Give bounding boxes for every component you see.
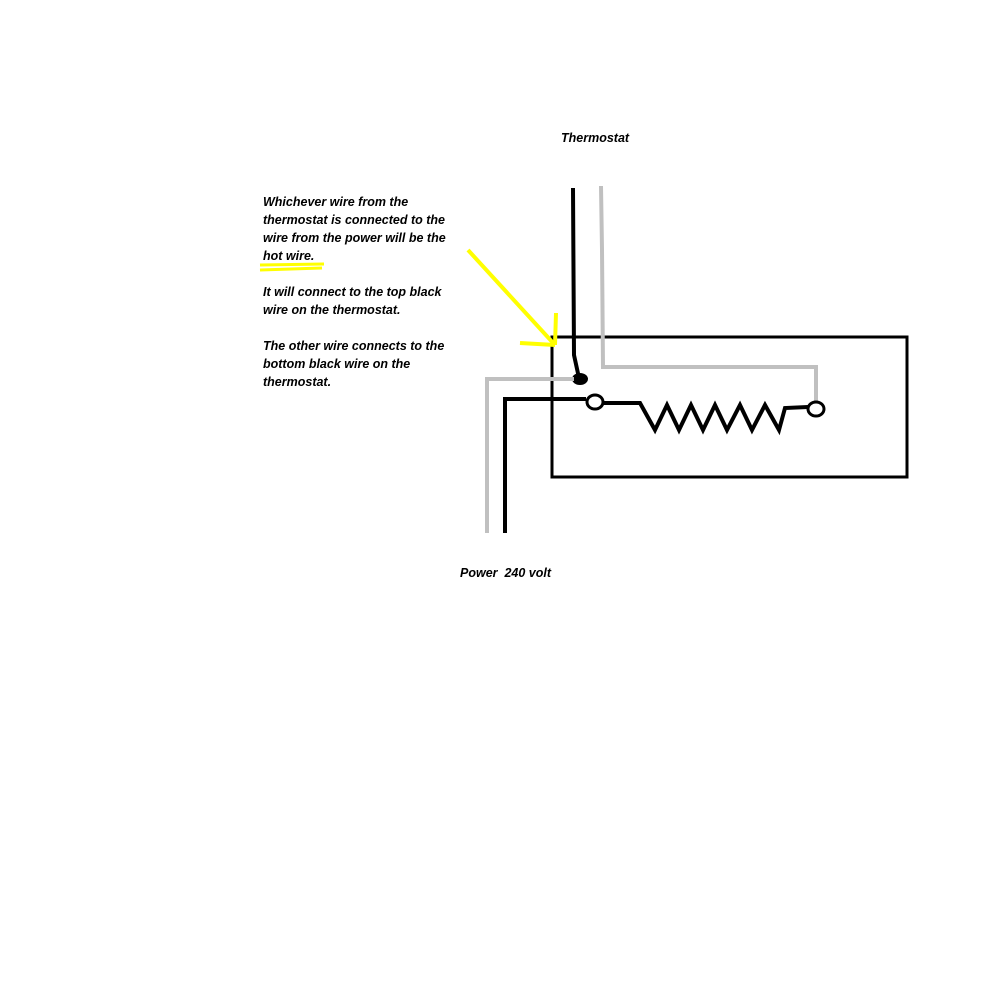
- thermostat-label: Thermostat: [561, 131, 630, 145]
- power-gray-wire: [485, 377, 574, 533]
- highlight-underline-2: [259, 266, 323, 272]
- note-line: thermostat is connected to the: [263, 213, 445, 227]
- note-line: wire from the power will be the: [263, 231, 446, 245]
- thermostat-black-wire: [571, 187, 581, 379]
- instruction-notes: Whichever wire from the thermostat is co…: [263, 193, 446, 409]
- note-bottom-wire: The other wire connects to the bottom bl…: [263, 337, 446, 391]
- terminal-left: [585, 393, 605, 411]
- arrow-head-1: [553, 312, 558, 346]
- note-hot-wire: Whichever wire from the thermostat is co…: [263, 193, 446, 265]
- note-line: bottom black wire on the: [263, 357, 411, 371]
- thermostat-gray-wire: [599, 185, 818, 402]
- note-top-wire: It will connect to the top black wire on…: [263, 283, 446, 319]
- highlight-underline-1: [259, 262, 325, 267]
- note-line: hot wire.: [263, 249, 315, 263]
- wire-nut: [572, 373, 588, 385]
- power-label: Power 240 volt: [460, 566, 552, 580]
- note-line: It will connect to the top black: [263, 285, 442, 299]
- terminal-right: [806, 400, 826, 418]
- heater-box: [550, 335, 909, 479]
- note-line: wire on the thermostat.: [263, 303, 401, 317]
- arrow-head-2: [519, 341, 556, 347]
- power-black-wire: [503, 397, 586, 533]
- note-line: thermostat.: [263, 375, 332, 389]
- note-line: The other wire connects to the: [263, 339, 445, 353]
- arrow-shaft: [466, 248, 557, 347]
- note-line: Whichever wire from the: [263, 195, 409, 209]
- heating-element: [603, 400, 809, 436]
